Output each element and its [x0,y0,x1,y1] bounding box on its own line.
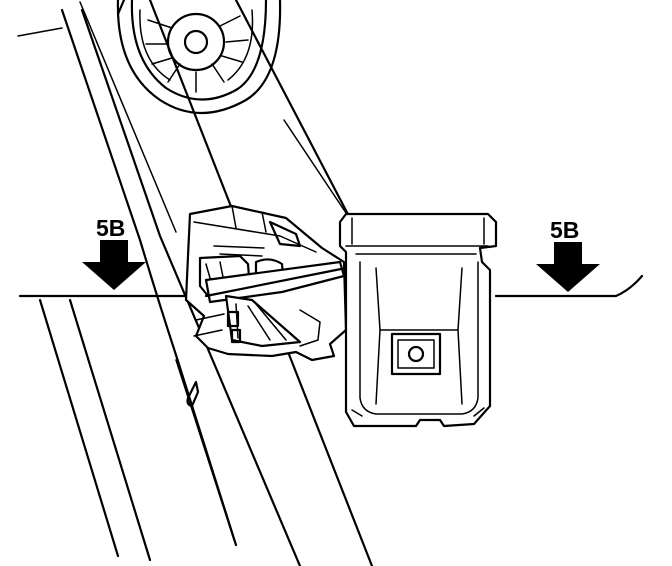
frame-edge-line [17,27,63,37]
section-arrow-down-icon [82,240,146,290]
door-glass [38,0,374,566]
housing-window [390,332,442,376]
window-regulator-motor [116,0,282,115]
section-label-left: 5B [96,215,125,241]
clip-housing [338,212,498,428]
section-marker-left: 5B [82,215,146,290]
section-arrow-down-icon [536,242,600,292]
section-cut-line [18,274,644,298]
section-label-right: 5B [550,217,579,243]
section-marker-right: 5B [536,217,600,292]
cable [204,266,348,298]
